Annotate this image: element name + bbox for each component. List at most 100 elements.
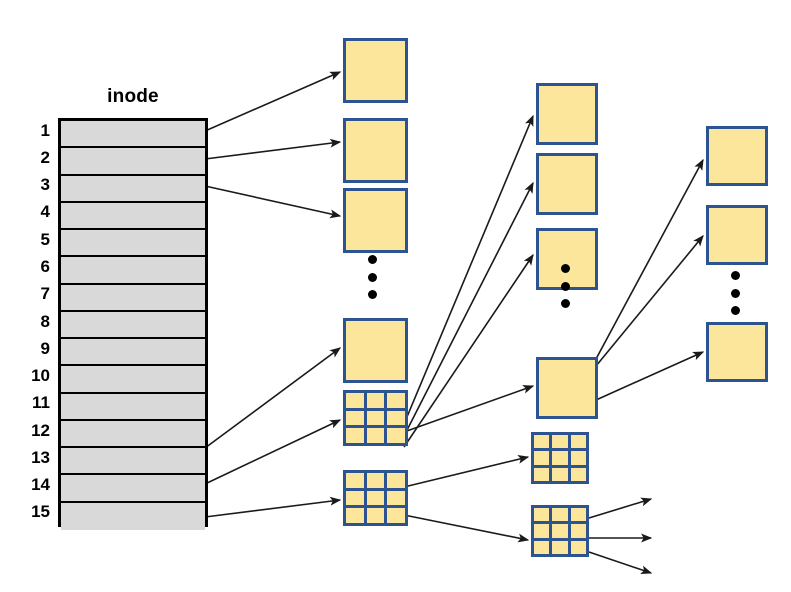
inode-row-number: 2 <box>40 147 50 167</box>
arrow-i2-to-g2 <box>403 514 530 543</box>
ellipsis-dot <box>731 306 740 315</box>
vertical-ellipsis-icon <box>561 264 570 308</box>
arrow-g2-out-1 <box>588 497 653 519</box>
indirect-block-cell[interactable] <box>366 410 385 426</box>
ellipsis-dot <box>561 299 570 308</box>
inode-row[interactable] <box>61 339 205 367</box>
indirect-block-cell[interactable] <box>366 508 385 523</box>
indirect-block-cell[interactable] <box>387 490 405 506</box>
inode-row[interactable] <box>61 148 205 176</box>
indirect-block-cell[interactable] <box>534 435 550 449</box>
indirect-block-cell[interactable] <box>366 490 385 506</box>
inode-row[interactable] <box>61 448 205 476</box>
arrow-i1-to-e2 <box>403 181 534 437</box>
data-block[interactable] <box>536 357 598 419</box>
inode-row[interactable] <box>61 257 205 285</box>
indirect-block-cell[interactable] <box>366 393 385 408</box>
data-block[interactable] <box>536 153 598 215</box>
ellipsis-dot <box>368 255 377 264</box>
inode-row[interactable] <box>61 284 205 312</box>
data-block[interactable] <box>706 322 768 382</box>
indirect-block-cell[interactable] <box>387 410 405 426</box>
data-block[interactable] <box>706 126 768 186</box>
indirect-block-cell[interactable] <box>534 451 550 465</box>
inode-row-number: 6 <box>40 256 50 276</box>
indirect-block-cell[interactable] <box>570 524 586 538</box>
indirect-block-cell[interactable] <box>387 428 405 443</box>
indirect-block-cell[interactable] <box>534 524 550 538</box>
indirect-block-cell[interactable] <box>552 467 568 481</box>
arrow-i1-to-e1 <box>403 114 534 425</box>
indirect-block-cell[interactable] <box>346 428 364 443</box>
indirect-block-cell[interactable] <box>570 451 586 465</box>
indirect-block-cell[interactable] <box>346 508 364 523</box>
inode-table <box>58 118 208 530</box>
data-block[interactable] <box>343 38 408 103</box>
indirect-block-cell[interactable] <box>570 508 586 522</box>
indirect-block-cell[interactable] <box>552 435 568 449</box>
indirect-block-cell[interactable] <box>552 451 568 465</box>
indirect-block-cell[interactable] <box>346 393 364 408</box>
arrow-i2-to-g1 <box>403 454 530 488</box>
inode-row-number: 14 <box>31 475 50 495</box>
inode-row[interactable] <box>61 420 205 449</box>
indirect-block-cell[interactable] <box>366 473 385 488</box>
inode-row[interactable] <box>61 502 205 530</box>
inode-row[interactable] <box>61 202 205 231</box>
ellipsis-dot <box>731 288 740 298</box>
indirect-block-cell[interactable] <box>534 508 550 522</box>
indirect-block-cell[interactable] <box>366 428 385 443</box>
inode-row[interactable] <box>61 175 205 203</box>
inode-row[interactable] <box>61 366 205 394</box>
indirect-block-cell[interactable] <box>552 508 568 522</box>
inode-row-number: 13 <box>31 447 50 467</box>
indirect-block-cell[interactable] <box>387 508 405 523</box>
arrow-i1-to-e3 <box>403 253 534 448</box>
inode-row[interactable] <box>61 393 205 421</box>
arrow-inode-15-to-i2 <box>204 496 342 518</box>
arrow-inode-14-to-i1 <box>204 419 342 485</box>
indirect-block-cell[interactable] <box>534 467 550 481</box>
data-block[interactable] <box>536 83 598 145</box>
arrow-e4-to-f1 <box>595 158 704 360</box>
indirect-block-cell[interactable] <box>387 393 405 408</box>
inode-row-number: 10 <box>31 366 50 386</box>
indirect-block-cell[interactable] <box>570 467 586 481</box>
inode-row-number: 1 <box>40 120 50 140</box>
inode-row-number: 8 <box>40 311 50 331</box>
indirect-block[interactable] <box>343 470 408 526</box>
indirect-block-cell[interactable] <box>552 540 568 554</box>
indirect-block-cell[interactable] <box>387 473 405 488</box>
indirect-block[interactable] <box>531 505 589 557</box>
indirect-block-cell[interactable] <box>570 540 586 554</box>
inode-row-number: 15 <box>31 502 50 522</box>
ellipsis-dot <box>731 271 740 280</box>
data-block[interactable] <box>343 118 408 183</box>
indirect-block[interactable] <box>531 432 589 484</box>
data-block[interactable] <box>706 205 768 265</box>
vertical-ellipsis-icon <box>731 271 740 315</box>
inode-row[interactable] <box>61 475 205 503</box>
indirect-block[interactable] <box>343 390 408 446</box>
arrow-inode-13-to-d4 <box>204 347 342 449</box>
inode-title: inode <box>107 86 159 107</box>
ellipsis-dot <box>368 272 377 282</box>
arrow-inode-2-to-d2 <box>204 138 342 160</box>
data-block[interactable] <box>343 318 408 383</box>
inode-row-number: 9 <box>40 338 50 358</box>
indirect-block-cell[interactable] <box>346 490 364 506</box>
inode-row-number: 12 <box>31 420 50 440</box>
inode-row[interactable] <box>61 230 205 258</box>
arrow-g2-out-3 <box>588 551 653 575</box>
inode-row[interactable] <box>61 311 205 340</box>
indirect-block-cell[interactable] <box>552 524 568 538</box>
indirect-block-cell[interactable] <box>346 473 364 488</box>
data-block[interactable] <box>343 188 408 253</box>
inode-row[interactable] <box>61 121 205 149</box>
indirect-block-cell[interactable] <box>534 540 550 554</box>
indirect-block-cell[interactable] <box>570 435 586 449</box>
arrow-e4-to-f3 <box>595 351 705 401</box>
indirect-block-cell[interactable] <box>346 410 364 426</box>
